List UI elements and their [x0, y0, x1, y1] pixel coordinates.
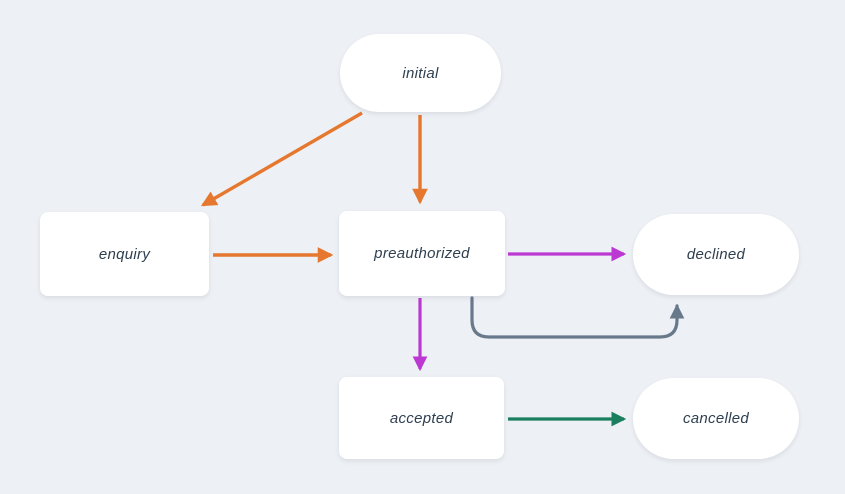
- node-initial-label: initial: [402, 64, 439, 82]
- edge-initial-to-enquiry: [200, 111, 363, 207]
- node-declined-label: declined: [686, 246, 746, 263]
- node-preauthorized-label: preauthorized: [374, 245, 470, 262]
- node-preauthorized: preauthorized: [339, 211, 505, 296]
- node-declined: declined: [633, 214, 799, 295]
- node-cancelled: cancelled: [633, 378, 799, 459]
- node-accepted-label: accepted: [389, 409, 454, 427]
- node-cancelled-label: cancelled: [682, 410, 750, 427]
- node-accepted: accepted: [339, 377, 504, 459]
- edge-preauthorized-to-declined-curved: [470, 296, 685, 339]
- node-enquiry-label: enquiry: [98, 245, 151, 263]
- node-enquiry: enquiry: [40, 212, 209, 296]
- node-initial: initial: [340, 34, 501, 112]
